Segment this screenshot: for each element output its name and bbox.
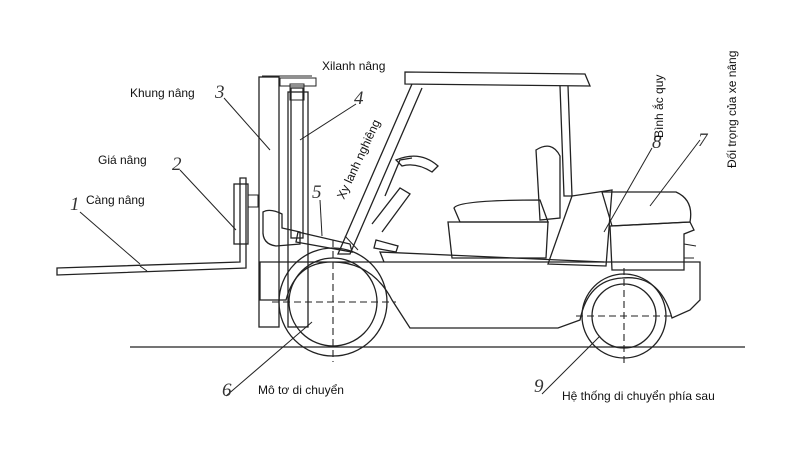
label-khung-nang: Khung nâng — [130, 86, 195, 100]
front-wheel — [272, 240, 396, 362]
carriage — [233, 183, 259, 245]
label-gia-nang: Giá nâng — [98, 153, 147, 167]
seat — [447, 145, 561, 259]
callout-number-4: 4 — [354, 88, 364, 109]
forks — [56, 177, 247, 276]
label-he-thong: Hệ thống di chuyển phía sau — [562, 389, 715, 403]
counterweight — [601, 191, 697, 271]
mast — [258, 75, 317, 328]
label-xilanh-nang: Xilanh nâng — [322, 59, 385, 73]
chassis — [259, 251, 701, 329]
carriage-bracket — [262, 209, 301, 247]
callout-number-5: 5 — [312, 182, 322, 203]
callout-number-8: 8 — [652, 132, 662, 153]
lift-cylinder — [289, 83, 305, 239]
label-doi-trong: Đối trọng của xe nâng — [725, 51, 739, 168]
steering-wheel — [371, 155, 439, 253]
label-cang-nang: Càng nâng — [86, 193, 145, 207]
battery-compartment — [547, 189, 613, 267]
callout-number-6: 6 — [222, 380, 232, 401]
callout-number-7: 7 — [698, 130, 709, 151]
callout-number-9: 9 — [534, 376, 544, 397]
label-mo-to: Mô tơ di chuyển — [258, 383, 344, 397]
overhead-guard — [337, 71, 591, 255]
callout-number-3: 3 — [214, 82, 225, 103]
callout-number-2: 2 — [172, 154, 182, 175]
callout-number-1: 1 — [70, 194, 80, 215]
leader-lines — [79, 97, 701, 397]
label-binh-ac-quy: Bình ắc quy — [651, 75, 666, 138]
label-xy-lanh-nghieng: Xy lanh nghiêng — [334, 117, 383, 201]
rear-wheel — [576, 268, 672, 364]
tilt-cylinder — [295, 231, 359, 253]
